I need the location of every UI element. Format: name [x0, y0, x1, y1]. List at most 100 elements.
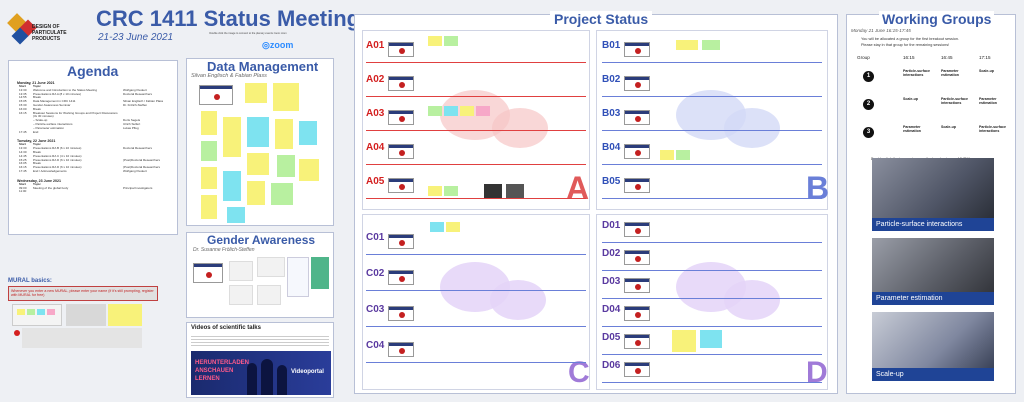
videoportal-banner[interactable]: HERUNTERLADEN ANSCHAUEN LERNEN Videoport…	[191, 351, 331, 395]
project-video-thumbnail[interactable]	[624, 42, 650, 57]
slide-thumbnail[interactable]	[257, 257, 285, 277]
sticky-note[interactable]	[460, 106, 474, 116]
sticky-note[interactable]	[223, 117, 241, 157]
project-video-thumbnail[interactable]	[624, 110, 650, 125]
agenda-cell: Data Management in CRC 1411	[33, 99, 76, 104]
sticky-note[interactable]	[660, 150, 674, 160]
breakout-room-photo-parameter-estimation[interactable]	[872, 238, 994, 292]
room-caption-scale-up[interactable]: Scale-up	[872, 368, 994, 381]
project-video-thumbnail[interactable]	[624, 362, 650, 377]
sticky-note[interactable]	[702, 40, 720, 50]
sticky-note[interactable]	[273, 83, 299, 111]
gender-awareness-presenter: Dr. Susanne Frölich-Steffen	[193, 247, 255, 253]
agenda-cell: Breakout Sessions for Working Groups and…	[33, 110, 118, 119]
project-video-thumbnail[interactable]	[388, 270, 414, 285]
wg-session-cell: Particle-surface interactions	[979, 125, 1006, 134]
project-video-thumbnail[interactable]	[388, 178, 414, 193]
sticky-note[interactable]	[201, 141, 217, 161]
thumbnail-header	[389, 307, 413, 310]
page-title: CRC 1411 Status Meeting	[96, 6, 361, 31]
videoportal-label: Videoportal	[291, 369, 324, 375]
sticky-note[interactable]	[299, 159, 319, 181]
sticky-note[interactable]	[428, 36, 442, 46]
play-icon	[399, 276, 405, 282]
project-video-thumbnail[interactable]	[388, 110, 414, 125]
image-thumbnail[interactable]	[506, 184, 524, 198]
project-video-thumbnail[interactable]	[388, 42, 414, 57]
sticky-note[interactable]	[245, 83, 267, 103]
sticky-note[interactable]	[428, 186, 442, 196]
sticky-note[interactable]	[247, 117, 269, 147]
thumbnail-header	[389, 145, 413, 148]
poster-thumbnail[interactable]	[311, 257, 329, 289]
project-video-thumbnail[interactable]	[624, 278, 650, 293]
sticky-note[interactable]	[476, 106, 490, 116]
agenda-cell: Presentations RA C (4 x 10 minutes)	[33, 153, 82, 158]
zoom-link[interactable]: ◎zoom	[262, 40, 294, 50]
play-icon	[635, 284, 641, 290]
sticky-note[interactable]	[247, 181, 265, 205]
gender-awareness-video[interactable]	[193, 263, 223, 283]
project-video-thumbnail[interactable]	[388, 342, 414, 357]
project-video-thumbnail[interactable]	[624, 144, 650, 159]
thumbnail-header	[389, 43, 413, 46]
sticky-note[interactable]	[446, 222, 460, 232]
project-video-thumbnail[interactable]	[624, 178, 650, 193]
group-number-badge: 1	[863, 71, 874, 82]
sticky-note[interactable]	[247, 153, 269, 175]
videos-panel: Videos of scientific talks HERUNTERLADEN…	[186, 322, 334, 398]
sticky-note[interactable]	[676, 150, 690, 160]
image-thumbnail[interactable]	[484, 184, 502, 198]
project-video-thumbnail[interactable]	[388, 144, 414, 159]
slide-thumbnail[interactable]	[257, 285, 281, 305]
sticky-note[interactable]	[672, 330, 696, 352]
sticky-note[interactable]	[444, 106, 458, 116]
sticky-note[interactable]	[201, 167, 217, 189]
slide-thumbnail[interactable]	[229, 285, 253, 305]
breakout-room-photo-particle-surface[interactable]	[872, 158, 994, 218]
room-caption-parameter-estimation[interactable]: Parameter estimation	[872, 292, 994, 305]
sticky-note[interactable]	[223, 171, 241, 201]
project-video-thumbnail[interactable]	[624, 222, 650, 237]
project-video-thumbnail[interactable]	[624, 76, 650, 91]
sticky-note[interactable]	[428, 106, 442, 116]
agenda-cell: Meeting of the global body	[33, 185, 69, 190]
slide-thumbnail[interactable]	[229, 261, 253, 281]
diagram-thumbnail[interactable]	[287, 257, 309, 297]
sticky-note[interactable]	[201, 195, 217, 219]
project-code-d01: D01	[602, 220, 621, 231]
project-video-thumbnail[interactable]	[624, 334, 650, 349]
project-video-thumbnail[interactable]	[624, 306, 650, 321]
data-management-video[interactable]	[199, 85, 233, 105]
sticky-note[interactable]	[444, 36, 458, 46]
sticky-note[interactable]	[676, 40, 698, 50]
agenda-cell: Silvan Englisch / Fabian Plass	[123, 99, 164, 104]
sticky-note[interactable]	[430, 222, 444, 232]
project-video-thumbnail[interactable]	[388, 76, 414, 91]
sticky-note[interactable]	[275, 119, 293, 149]
agenda-row: 11:00	[17, 190, 171, 194]
room-caption-particle-surface[interactable]: Particle-surface interactions	[872, 218, 994, 231]
agenda-cell: Break	[33, 149, 41, 154]
sticky-note[interactable]	[299, 121, 317, 145]
agenda-day-heading: Tuesday, 22 June 2021	[17, 139, 56, 144]
breakout-room-photo-scale-up[interactable]	[872, 312, 994, 368]
thumbnail-header	[625, 279, 649, 282]
project-video-thumbnail[interactable]	[388, 306, 414, 321]
sticky-note[interactable]	[227, 207, 245, 223]
sticky-note[interactable]	[444, 186, 458, 196]
agenda-cell: 15:30	[19, 102, 27, 107]
project-code-a02: A02	[366, 74, 385, 85]
project-video-thumbnail[interactable]	[624, 250, 650, 265]
row-divider	[602, 96, 822, 97]
sticky-note[interactable]	[271, 183, 293, 205]
sticky-note[interactable]	[201, 111, 217, 135]
sticky-note[interactable]	[700, 330, 722, 348]
play-icon	[399, 116, 405, 122]
project-video-thumbnail[interactable]	[388, 234, 414, 249]
data-management-panel: Data Management Silvan Englisch & Fabian…	[186, 58, 334, 226]
play-icon	[399, 312, 405, 318]
sticky-note[interactable]	[277, 155, 295, 177]
play-icon	[635, 150, 641, 156]
